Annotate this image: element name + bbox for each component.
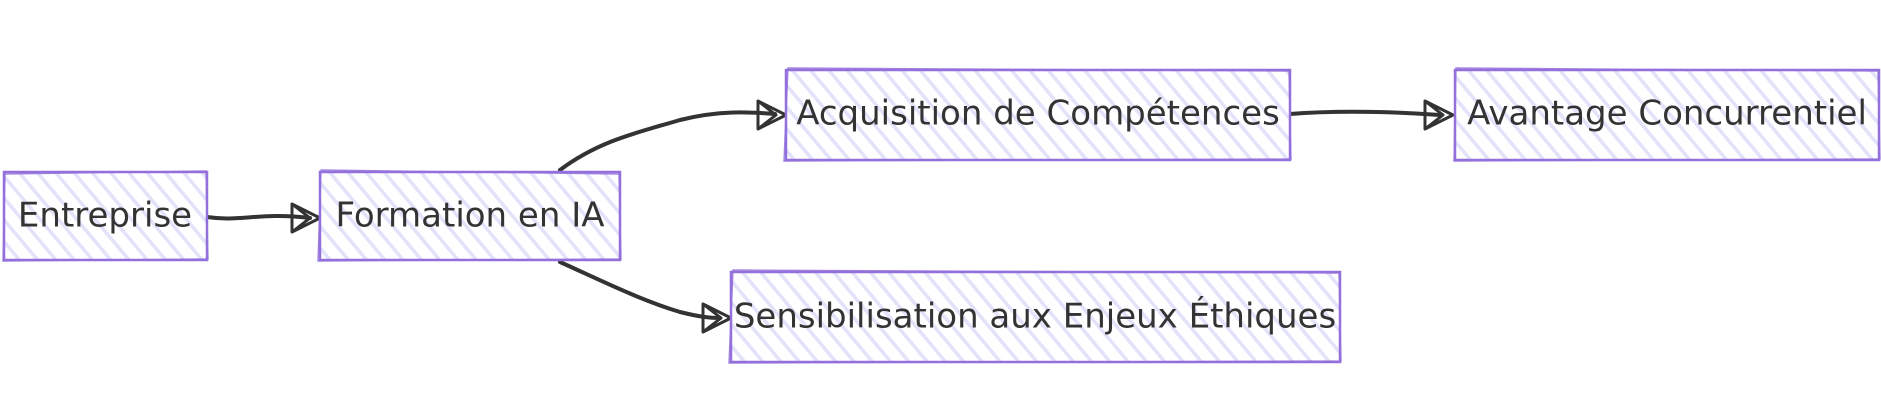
node-label-entreprise: Entreprise [18,196,192,236]
arrowhead-icon [701,302,733,334]
node-sensibilisation: Sensibilisation aux Enjeux Éthiques [728,269,1342,364]
node-formation: Formation en IA [317,169,622,262]
node-label-sensibilisation: Sensibilisation aux Enjeux Éthiques [734,296,1336,337]
arrowhead-icon [1423,99,1455,131]
node-label-acquisition: Acquisition de Compétences [796,94,1280,134]
edges [205,99,1455,334]
node-label-avantage: Avantage Concurrentiel [1467,94,1867,134]
edge-acquisition-avantage [1288,99,1455,131]
edge-entreprise-formation [205,202,322,234]
node-acquisition: Acquisition de Compétences [783,67,1292,162]
arrowhead-icon [290,202,322,234]
node-entreprise: Entreprise [2,170,209,262]
node-avantage: Avantage Concurrentiel [1453,67,1881,162]
edge-formation-acquisition [558,99,788,172]
arrowhead-icon [756,99,788,131]
node-label-formation: Formation en IA [336,196,605,236]
edge-formation-sensibilisation [558,260,733,334]
